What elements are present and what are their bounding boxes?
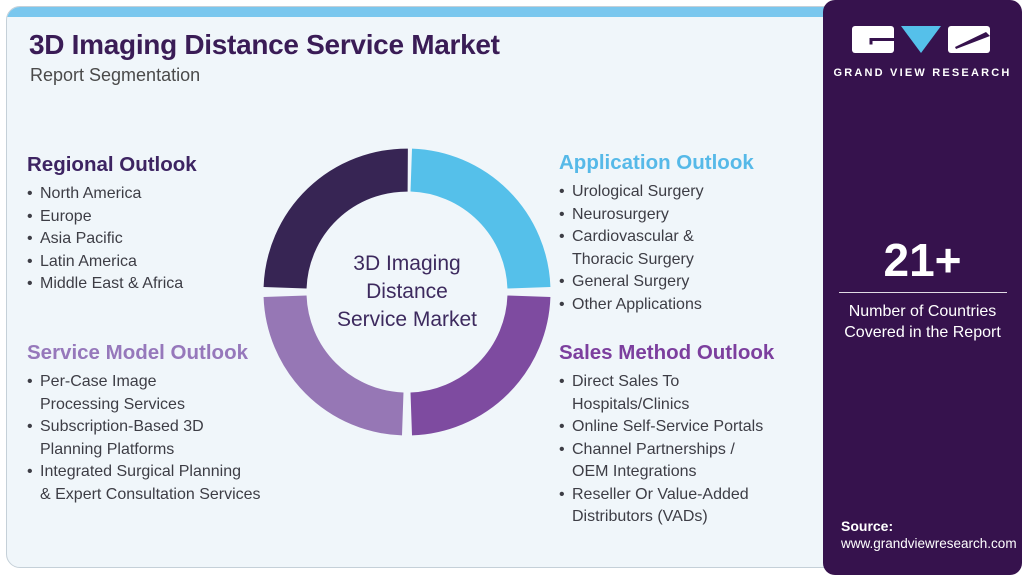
page-title: 3D Imaging Distance Service Market [29,29,500,60]
list-item-label: Middle East & Africa [40,275,184,292]
donut-chart [263,148,551,436]
list-item: • Asia Pacific [27,228,312,251]
list-item-label: General Surgery [572,273,690,290]
page-subtitle: Report Segmentation [30,65,201,85]
list-item: • Europe [27,206,312,229]
bullet-icon: • [559,418,565,435]
list-item: • Online Self-Service Portals [559,416,844,439]
section-service-model-outlook: Service Model Outlook • Per-Case Image Pr… [27,341,312,506]
list-item: • Urological Surgery [559,181,844,204]
donut-segment-top-right [409,148,551,290]
bullet-icon: • [27,207,33,225]
list-item-label: Urological Surgery [572,183,704,200]
bullet-icon: • [27,230,33,247]
bullet-icon: • [559,183,565,200]
list-item: • Channel Partnerships / OEM Integrations [559,439,844,484]
list-item-label: Latin America [40,252,137,270]
gvr-logo: GRAND VIEW RESEARCH [823,24,1022,79]
gvr-logo-wordmark: GRAND VIEW RESEARCH [833,67,1012,79]
section-list: • Per-Case Image Processing Services • Subs… [27,371,312,506]
bullet-icon: • [559,373,565,390]
section-list: • Direct Sales To Hospitals/Clinics • Onlin… [559,371,844,529]
section-heading: Regional Outlook [27,153,197,176]
list-item-label: Direct Sales To Hospitals/Clinics [572,373,690,413]
stat-divider [838,292,1007,293]
bullet-icon: • [559,485,565,503]
brand-panel: GRAND VIEW RESEARCH 21+ Number of Countr… [823,0,1022,575]
list-item-label: Cardiovascular & Thoracic Surgery [572,228,694,268]
section-application-outlook: Application Outlook •Urological Surgery•… [559,151,844,316]
bullet-icon: • [559,205,565,223]
bullet-icon: • [559,295,565,313]
list-item: • Neurosurgery [559,204,844,227]
stat-label: Number of Countries Covered in the Repor… [844,303,1001,341]
section-heading: Sales Method Outlook [559,341,775,364]
list-item-label: Reseller Or Value-Added Distributors (VA… [572,485,749,526]
section-heading: Application Outlook [559,151,754,174]
bullet-icon: • [559,228,565,245]
list-item: • Reseller Or Value-Added Distributors (V… [559,484,844,529]
list-item: • Cardiovascular & Thoracic Surgery [559,226,844,271]
list-item: • Integrated Surgical Planning & Expert C… [27,461,312,506]
bullet-icon: • [27,185,33,202]
list-item-label: Subscription-Based 3D Planning Platforms [40,418,204,458]
list-item-label: Integrated Surgical Planning & Expert Co… [40,463,261,503]
donut-segment-bottom-left [263,294,405,436]
list-item-label: Europe [40,207,92,225]
list-item: • Latin America [27,251,312,274]
bullet-icon: • [27,418,33,435]
list-item-label: Other Applications [572,295,702,313]
stat-value: 21+ [883,234,962,286]
list-item: • Direct Sales To Hospitals/Clinics [559,371,844,416]
section-sales-method-outlook: Sales Method Outlook • Direct Sales To Ho… [559,341,844,529]
list-item: • Other Applications [559,294,844,317]
section-heading: Service Model Outlook [27,341,248,364]
bullet-icon: • [27,463,33,480]
list-item: • Middle East & Africa [27,273,312,296]
list-item-label: Asia Pacific [40,230,123,247]
section-list: • North America • Europe • Asia Pacific • Latin… [27,183,312,296]
bullet-icon: • [27,373,33,390]
countries-stat: 21+ Number of Countries Covered in the R… [823,236,1022,343]
list-item-label: Channel Partnerships / OEM Integrations [572,440,735,481]
list-item-label: Per-Case Image Processing Services [40,373,185,413]
list-item-label: Online Self-Service Portals [572,418,764,435]
top-accent-strip [7,7,1018,17]
list-item-label: Neurosurgery [572,205,669,223]
bullet-icon: • [27,275,33,292]
section-regional-outlook: Regional Outlook • North America • Europe • A… [27,153,312,296]
list-item: • Per-Case Image Processing Services [27,371,312,416]
section-list: • Urological Surgery • Neurosurgery • Cardiov… [559,181,844,316]
source-block: Source: www.grandviewresearch.com [841,517,1017,553]
bullet-icon: • [27,252,33,270]
bullet-icon: • [559,440,565,458]
list-item: • North America [27,183,312,206]
gvr-logo-icon [851,26,990,53]
list-item: • Subscription-Based 3D Planning Platform… [27,416,312,461]
list-item-label: North America [40,185,142,202]
bullet-icon: • [559,273,565,290]
donut-segment-bottom-right [409,294,551,436]
donut-segment-top-left [263,148,409,290]
source-label: Source: [841,518,894,534]
list-item: • General Surgery [559,271,844,294]
source-url: www.grandviewresearch.com [841,536,1017,551]
